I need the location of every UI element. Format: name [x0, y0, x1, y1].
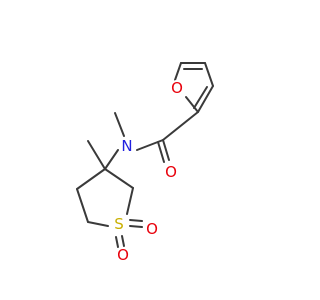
atom-sulfone-oxygen-bottom: O	[115, 246, 131, 264]
bond-furan-c4-c3	[204, 62, 214, 87]
bond-furan-o-c2	[185, 96, 199, 113]
atom-label-carbonyl-o: O	[165, 163, 177, 181]
atom-label-sulfone-o-bottom: O	[117, 246, 129, 264]
bond-c3-methyl	[87, 140, 106, 170]
bond-carbonyl-c-n	[136, 139, 164, 151]
atom-label-n: N	[121, 137, 132, 155]
bond-carbonyl-double-o-b	[157, 141, 165, 163]
atom-label-s: S	[114, 215, 124, 233]
atom-sulfur: S	[111, 215, 127, 233]
atom-label-furan-o: O	[171, 79, 183, 97]
bond-s-c2	[126, 187, 134, 215]
bond-c5-s	[87, 221, 109, 227]
bond-carbonyl-double-o-a	[162, 139, 170, 161]
bond-s-o-bottom-b	[121, 235, 125, 247]
molecule-canvas: O O N S O O	[76, 62, 214, 264]
atom-amide-nitrogen: N	[119, 137, 135, 155]
bond-furan-o-c5	[174, 62, 182, 81]
bond-s-o-bottom-a	[115, 236, 119, 248]
atom-label-sulfone-o-top: O	[146, 220, 158, 238]
bond-furan-c3-c2	[197, 85, 214, 113]
bond-c2-c3	[104, 168, 134, 189]
bond-s-o-top-a	[129, 219, 143, 222]
atom-sulfone-oxygen-top: O	[144, 220, 160, 238]
bond-c4-c5	[76, 188, 89, 223]
bond-n-c3	[104, 149, 119, 170]
atom-carbonyl-oxygen: O	[163, 163, 179, 181]
bond-c2-carbonyl-c	[162, 111, 199, 141]
bond-c3-c4	[76, 168, 106, 190]
bond-s-o-top-b	[129, 225, 143, 228]
molecule-structure: O O N S O O	[76, 62, 214, 264]
atom-furan-oxygen: O	[169, 79, 185, 97]
bond-n-methyl	[114, 112, 125, 137]
bond-furan-c3-c2-double	[193, 86, 208, 109]
